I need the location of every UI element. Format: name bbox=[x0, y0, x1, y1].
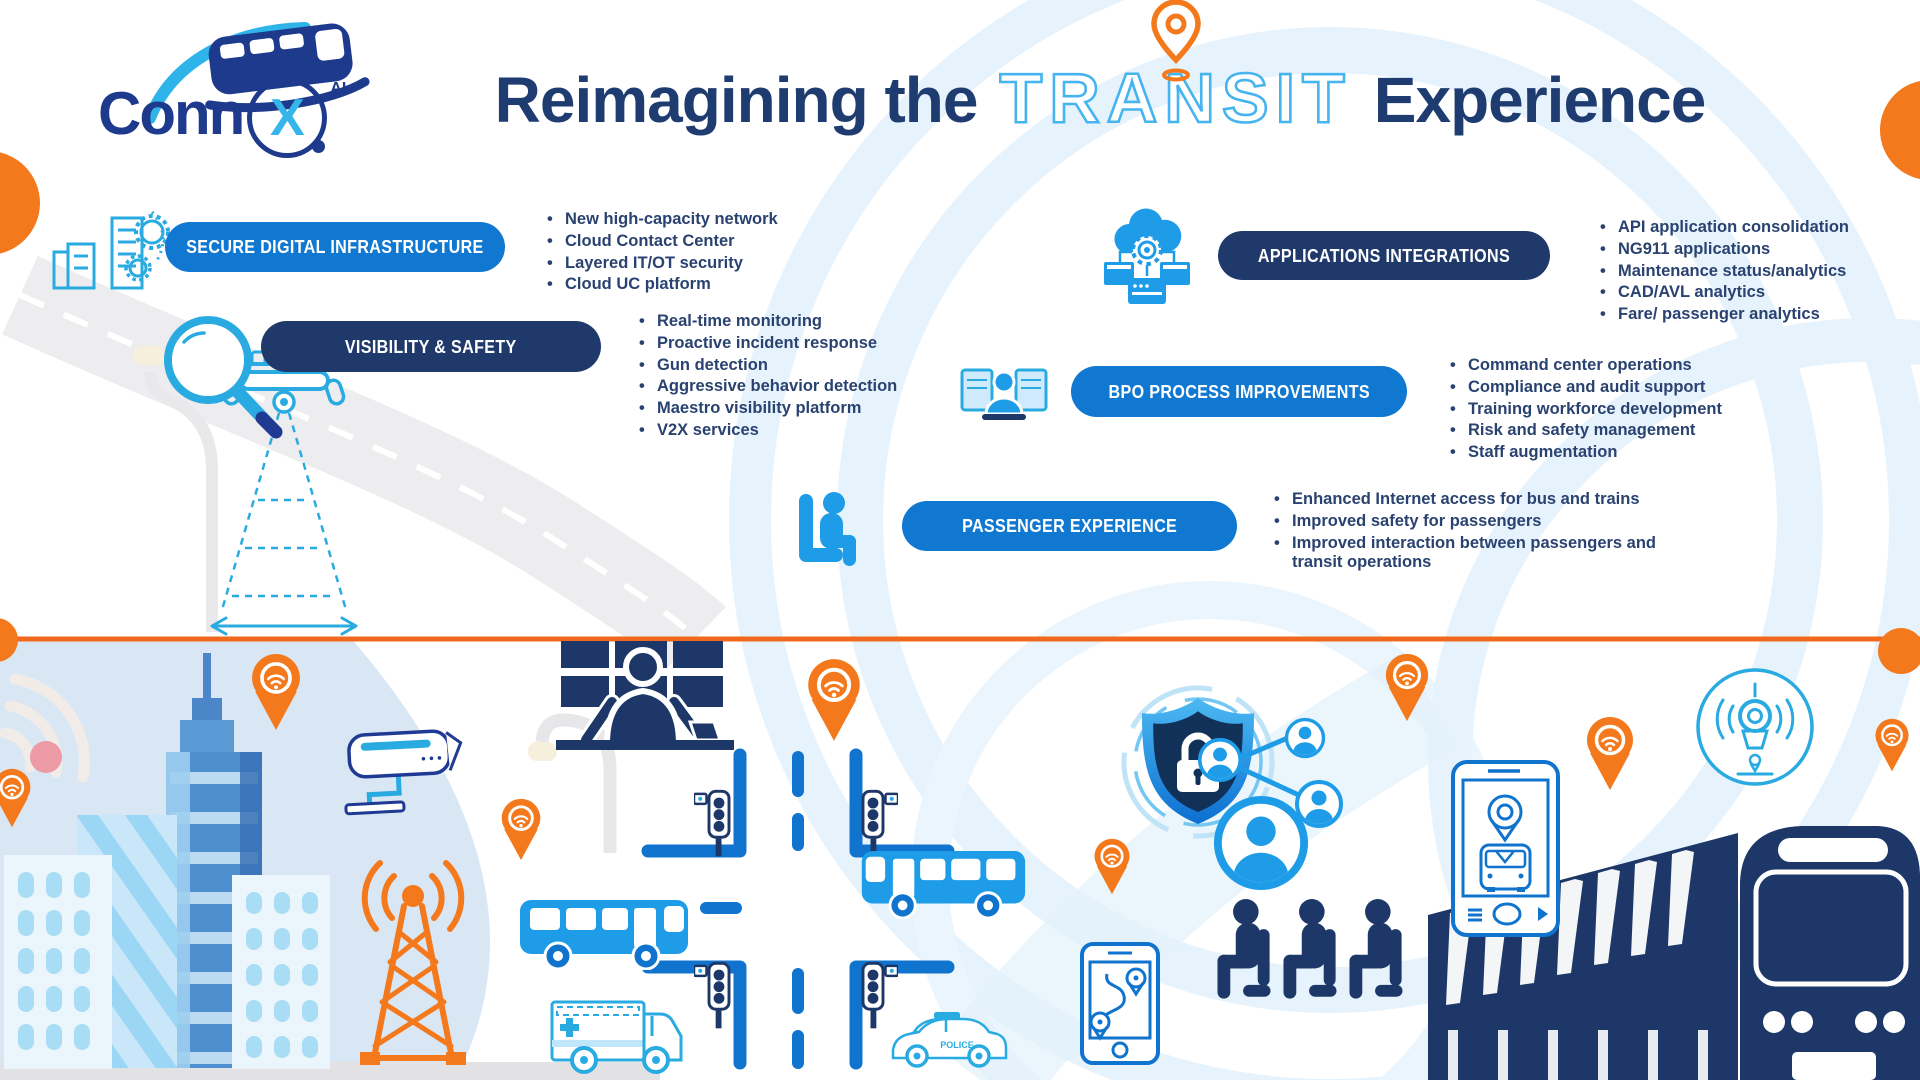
bullet-item: Staff augmentation bbox=[1448, 443, 1788, 463]
location-pin-icon bbox=[1150, 0, 1201, 82]
cloud-network-icon bbox=[1104, 208, 1190, 304]
radio-tower-icon bbox=[360, 860, 466, 1065]
bullet-item: Enhanced Internet access for bus and tra… bbox=[1272, 490, 1672, 510]
bullet-item: Layered IT/OT security bbox=[545, 254, 865, 274]
logo-x: X bbox=[269, 89, 305, 147]
bullet-list-bpo-process-improvements: Command center operationsCompliance and … bbox=[1448, 354, 1788, 465]
police-car-label: POLICE bbox=[940, 1040, 974, 1050]
pink-dot bbox=[30, 741, 62, 773]
user-network-icon bbox=[1200, 720, 1341, 900]
bullet-item: Command center operations bbox=[1448, 356, 1788, 376]
corner-accent bbox=[0, 81, 1920, 254]
logo-wordmark: Conn bbox=[98, 80, 245, 147]
surveillance-camera-badge bbox=[1696, 668, 1814, 786]
bullet-item: Compliance and audit support bbox=[1448, 378, 1788, 398]
bullet-item: Improved safety for passengers bbox=[1272, 512, 1672, 532]
title-prefix: Reimagining the bbox=[494, 64, 979, 136]
control-room-operator bbox=[556, 641, 734, 750]
page-title: Reimagining the TRANSIT Experience bbox=[280, 0, 1920, 138]
bullet-item: Training workforce development bbox=[1448, 400, 1788, 420]
section-pill-bpo-process-improvements: BPO PROCESS IMPROVEMENTS bbox=[1071, 366, 1407, 417]
divider-line bbox=[0, 618, 1920, 674]
bus-tracking-phone-icon bbox=[1451, 760, 1560, 937]
magnifier-icon bbox=[164, 316, 283, 439]
bullet-list-passenger-experience: Enhanced Internet access for bus and tra… bbox=[1272, 488, 1672, 575]
bullet-item: API application consolidation bbox=[1598, 218, 1918, 238]
bullet-item: Improved interaction between passengers … bbox=[1272, 534, 1672, 574]
ambulance-icon bbox=[550, 1000, 683, 1074]
bullet-item: CAD/AVL analytics bbox=[1598, 283, 1918, 303]
bullet-item: Fare/ passenger analytics bbox=[1598, 305, 1918, 325]
connx-logo: Conn X AI bbox=[98, 78, 346, 158]
section-pill-applications-integrations: APPLICATIONS INTEGRATIONS bbox=[1218, 231, 1550, 280]
logo-ai-superscript: AI bbox=[330, 80, 347, 97]
bullet-item: Risk and safety management bbox=[1448, 421, 1788, 441]
bullet-item: V2X services bbox=[637, 421, 967, 441]
connx-logo-art bbox=[144, 22, 370, 124]
section-pill-passenger-experience: PASSENGER EXPERIENCE bbox=[902, 501, 1237, 551]
logo-x-circle: X bbox=[247, 78, 328, 158]
apartment-building-right bbox=[232, 875, 330, 1069]
police-car-icon: POLICE bbox=[891, 1012, 1008, 1068]
bullet-item: Aggressive behavior detection bbox=[637, 377, 967, 397]
title-highlight: TRANSIT bbox=[998, 0, 1351, 138]
apartment-building-left bbox=[4, 855, 112, 1069]
bullet-item: Gun detection bbox=[637, 356, 967, 376]
bpo-operator-icon bbox=[960, 368, 1048, 420]
bullet-list-secure-digital-infrastructure: New high-capacity networkCloud Contact C… bbox=[545, 208, 865, 297]
street-lamp-icon bbox=[134, 346, 617, 853]
bullet-item: Real-time monitoring bbox=[637, 312, 967, 332]
bullet-item: Proactive incident response bbox=[637, 334, 967, 354]
bullet-item: Cloud Contact Center bbox=[545, 232, 865, 252]
section-pill-visibility-safety: VISIBILITY & SAFETY bbox=[261, 321, 601, 372]
bullet-list-visibility-safety: Real-time monitoringProactive incident r… bbox=[637, 310, 967, 443]
bullet-item: Maestro visibility platform bbox=[637, 399, 967, 419]
cctv-camera-icon bbox=[344, 729, 463, 816]
title-suffix: Experience bbox=[1373, 64, 1707, 136]
bullet-item: Maintenance status/analytics bbox=[1598, 262, 1918, 282]
bullet-list-applications-integrations: API application consolidationNG911 appli… bbox=[1598, 216, 1918, 327]
smart-city-icon bbox=[52, 211, 170, 290]
section-pill-secure-digital-infrastructure: SECURE DIGITAL INFRASTRUCTURE bbox=[165, 222, 505, 272]
route-phone-icon bbox=[1080, 942, 1160, 1065]
bullet-item: Cloud UC platform bbox=[545, 275, 865, 295]
bullet-item: New high-capacity network bbox=[545, 210, 865, 230]
bullet-item: NG911 applications bbox=[1598, 240, 1918, 260]
passenger-seat-icon bbox=[799, 492, 856, 566]
